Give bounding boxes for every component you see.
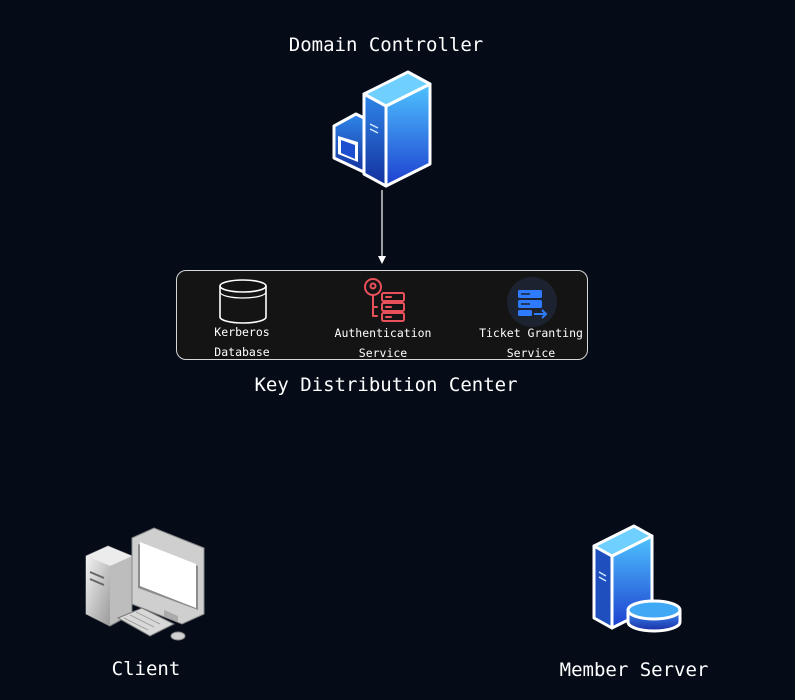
- service-label-line2: Database: [214, 345, 270, 359]
- kerberos-database-label: Kerberos Database: [214, 322, 269, 362]
- service-label-line1: Kerberos: [214, 325, 270, 339]
- key-server-icon: [364, 278, 405, 322]
- authentication-service-label: Authentication Service: [335, 323, 432, 363]
- kdc-label: Key Distribution Center: [254, 374, 518, 396]
- database-icon: [219, 279, 267, 324]
- service-label-line2: Service: [358, 346, 408, 360]
- service-label-line1: Ticket Granting: [479, 326, 583, 340]
- ticket-granting-service-label: Ticket Granting Service: [479, 323, 583, 363]
- service-label-line2: Service: [506, 346, 556, 360]
- client-label: Client: [111, 658, 181, 680]
- arrow-down: [378, 190, 386, 264]
- server-tower-icon: [332, 70, 432, 188]
- service-label-line1: Authentication: [334, 326, 432, 340]
- ticket-icon: [507, 277, 557, 327]
- member-server-label: Member Server: [559, 659, 709, 681]
- domain-controller-label: Domain Controller: [288, 34, 484, 56]
- desktop-computer-icon: [85, 527, 205, 641]
- server-database-icon: [592, 524, 682, 633]
